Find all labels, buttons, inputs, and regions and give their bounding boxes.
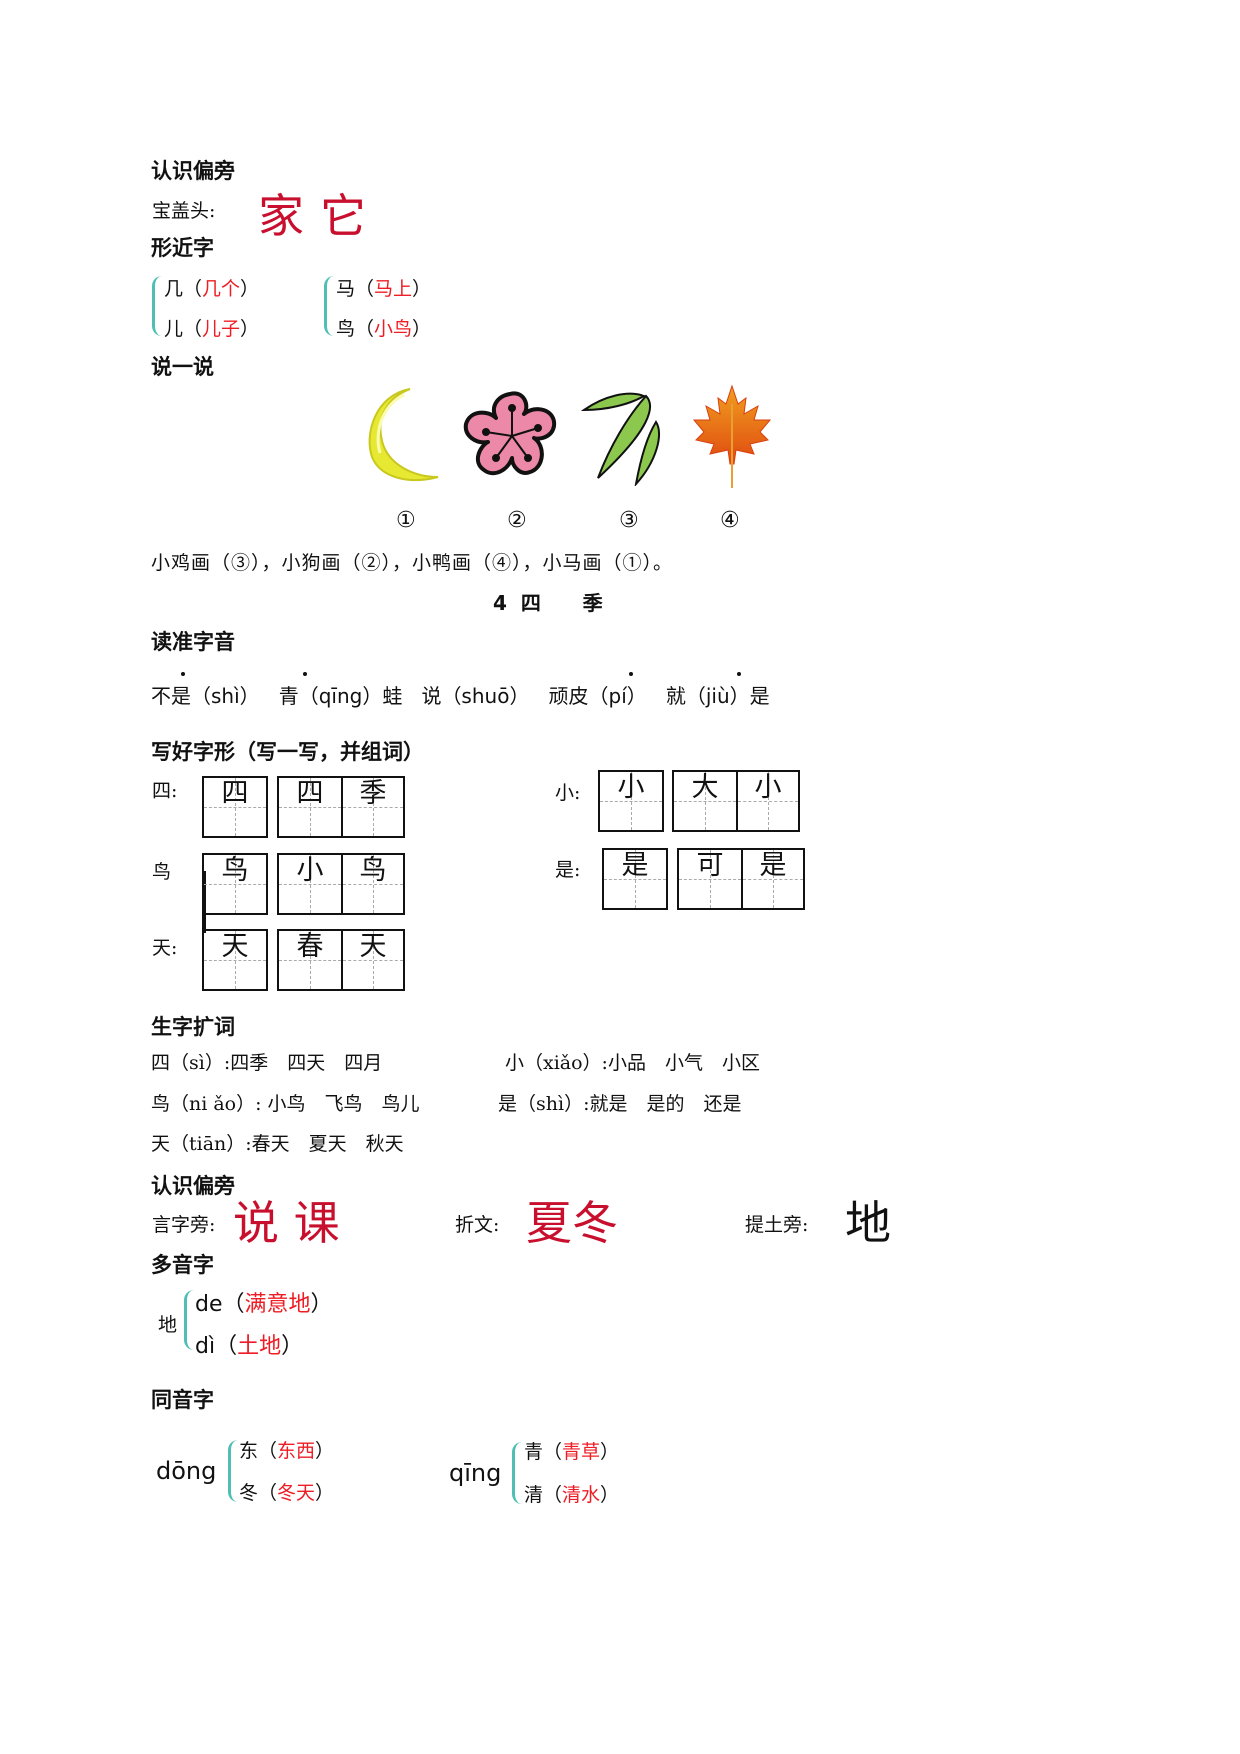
similar-heading: 形近字 (151, 236, 214, 260)
radical-heading: 认识偏旁 (151, 159, 235, 183)
radical2-chars: 地 (845, 1196, 891, 1250)
radical2-chars: 夏冬 (526, 1196, 618, 1250)
homophone-item: 青（青草） (524, 1441, 620, 1463)
polyphone-reading: dì（土地） (195, 1334, 304, 1359)
emphasis-dot (737, 672, 741, 676)
tianzige-single: 四 (202, 776, 268, 838)
bamboo-leaf-icon (580, 392, 661, 486)
polyphone-reading: de（满意地） (195, 1292, 333, 1317)
pronunciation-line: 不是（shì） 青（qīng）蛙 说（shuō） 顽皮（pí） 就（jiù）是 (151, 684, 770, 708)
tianzige-word: 小鸟 (277, 853, 405, 915)
similar-item: 儿（儿子） (164, 318, 260, 340)
picture-label: ② (507, 508, 527, 533)
radical-label: 宝盖头: (152, 200, 216, 222)
polyphone-heading: 多音字 (151, 1253, 214, 1277)
writing-label: 小: (555, 782, 581, 804)
tianzige-word: 可是 (677, 848, 805, 910)
writing-label: 鸟 (152, 861, 172, 883)
brace-icon (184, 1290, 195, 1350)
writing-label: 四: (152, 780, 178, 802)
tianzige-single: 是 (602, 848, 668, 910)
radical2-chars: 说 课 (233, 1196, 340, 1250)
brace-icon (512, 1442, 523, 1504)
brace-icon (324, 276, 335, 336)
plum-blossom-icon (463, 391, 557, 476)
radical-example-jia: 家 (258, 189, 304, 243)
answer-sentence: 小鸡画（③），小狗画（②），小鸭画（④），小马画（①）。 (151, 552, 674, 574)
tianzige-word: 春天 (277, 929, 405, 991)
radical-example-ta: 它 (320, 189, 366, 243)
homophone-item: 清（清水） (524, 1484, 620, 1506)
emphasis-dot (181, 672, 185, 676)
picture-label: ① (396, 508, 416, 533)
expand-line: 是（shì）:就是 是的 还是 (498, 1093, 742, 1115)
picture-label: ④ (720, 508, 740, 533)
similar-item: 鸟（小鸟） (336, 318, 432, 340)
expand-line: 鸟（ni ǎo）: 小鸟 飞鸟 鸟儿 (151, 1093, 420, 1115)
expand-line: 小（xiǎo）:小品 小气 小区 (505, 1052, 760, 1074)
tianzige-word: 大小 (672, 770, 800, 832)
maple-leaf-icon (692, 384, 772, 488)
similar-item: 马（马上） (336, 278, 432, 300)
brace-icon (152, 276, 163, 336)
tianzige-single: 鸟 (202, 853, 268, 915)
emphasis-dot (303, 672, 307, 676)
emphasis-dot (629, 672, 633, 676)
speak-heading: 说一说 (151, 355, 214, 379)
lesson-title: 4 四 季 (493, 591, 603, 615)
expand-line: 天（tiān）:春天 夏天 秋天 (151, 1133, 404, 1155)
expand-line: 四（sì）:四季 四天 四月 (151, 1052, 383, 1074)
writing-label: 是: (555, 859, 581, 881)
radical2-label: 提土旁: (745, 1214, 809, 1236)
homophone-pinyin: dōng (156, 1457, 217, 1485)
homophone-pinyin: qīng (449, 1459, 502, 1487)
pronunciation-heading: 读准字音 (151, 630, 235, 654)
homophone-item: 冬（冬天） (239, 1482, 335, 1504)
tianzige-word: 四季 (277, 776, 405, 838)
tianzige-single: 小 (598, 770, 664, 832)
brace-icon (228, 1440, 239, 1502)
homophone-item: 东（东西） (239, 1440, 335, 1462)
writing-label: 天: (152, 937, 178, 959)
radical2-label: 言字旁: (152, 1214, 216, 1236)
homophone-heading: 同音字 (151, 1388, 214, 1412)
crescent-moon-icon (368, 388, 439, 481)
radical2-heading: 认识偏旁 (151, 1174, 235, 1198)
expand-heading: 生字扩词 (151, 1015, 235, 1039)
writing-heading: 写好字形（写一写，并组词） (151, 740, 424, 764)
radical2-label: 折文: (455, 1214, 500, 1236)
similar-item: 几（几个） (164, 278, 260, 300)
picture-label: ③ (619, 508, 639, 533)
tianzige-single: 天 (202, 929, 268, 991)
polyphone-char: 地 (158, 1314, 178, 1336)
